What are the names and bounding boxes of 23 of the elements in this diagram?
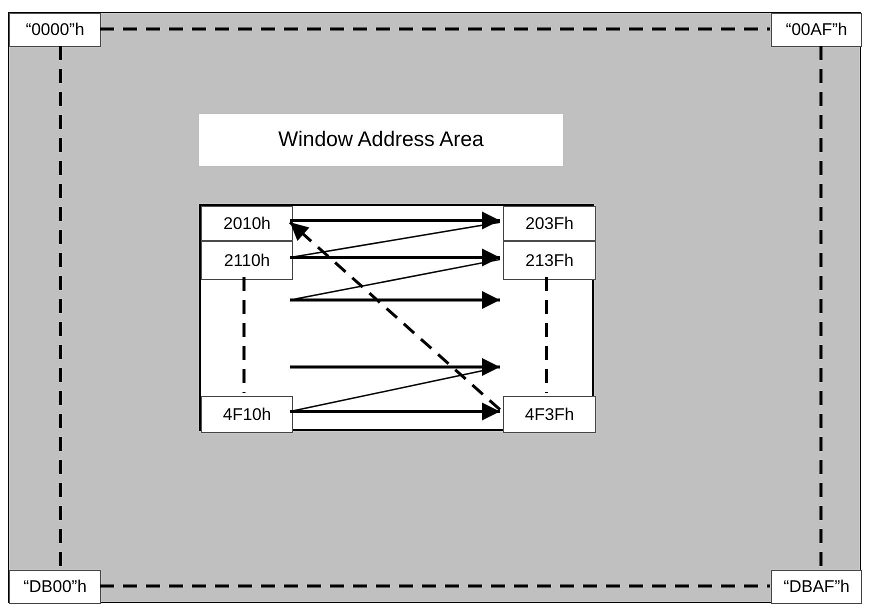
address-label: 2010h	[201, 206, 293, 241]
address-label: 213Fh	[503, 241, 596, 280]
address-label: 4F3Fh	[503, 396, 596, 433]
dashed-line	[545, 277, 548, 393]
arrow	[290, 248, 500, 266]
arrow	[290, 212, 500, 230]
dashed-line	[819, 46, 822, 569]
address-label: “00AF”h	[771, 13, 862, 47]
dashed-arrow	[289, 221, 501, 411]
address-label: 4F10h	[201, 396, 293, 433]
dashed-line	[100, 584, 770, 588]
address-label: “DBAF”h	[771, 570, 862, 604]
arrow	[290, 402, 500, 420]
address-label: “0000”h	[9, 13, 101, 47]
dashed-line	[242, 277, 246, 393]
area-title: Window Address Area	[199, 114, 563, 166]
window-area	[199, 204, 594, 431]
dashed-line	[58, 46, 62, 569]
address-label: 2110h	[201, 241, 293, 280]
address-label: 203Fh	[503, 206, 596, 241]
address-label: “DB00”h	[9, 570, 101, 604]
dashed-line	[100, 28, 770, 30]
memory-area	[8, 12, 861, 603]
